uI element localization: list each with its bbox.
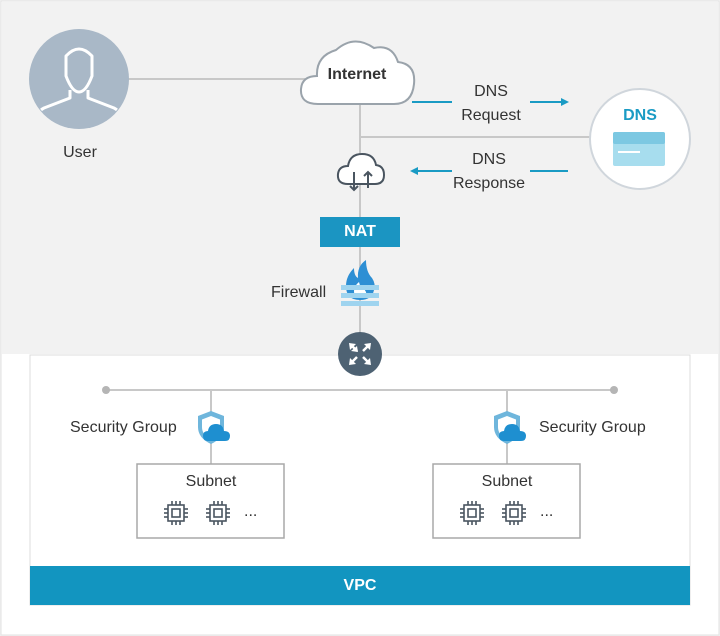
- nat-label: NAT: [344, 223, 376, 240]
- router-icon: [338, 332, 382, 376]
- dns-server-label: DNS: [623, 107, 657, 124]
- chip-icon: [502, 501, 526, 525]
- chip-icon: [164, 501, 188, 525]
- shield-cloud-icon: [198, 411, 230, 444]
- subnet-right-label: Subnet: [481, 473, 533, 490]
- dns-response-label-line1: DNS: [472, 151, 506, 168]
- security-group-right-label: Security Group: [539, 419, 646, 436]
- dns-request-arrowhead: [561, 98, 569, 106]
- vpc-bar: [30, 566, 690, 605]
- subnet-left-more: ...: [244, 503, 258, 520]
- subnet-left-label: Subnet: [185, 473, 237, 490]
- dns-request-label-line1: DNS: [474, 83, 508, 100]
- security-group-left-label: Security Group: [70, 419, 177, 436]
- nat-box: [320, 217, 400, 247]
- dns-request-label-line2: Request: [461, 107, 521, 124]
- bus-right-node: [610, 386, 618, 394]
- chip-group: [164, 501, 526, 525]
- chip-icon: [206, 501, 230, 525]
- bus-left-node: [102, 386, 110, 394]
- vpc-label: VPC: [343, 577, 377, 594]
- chip-icon: [460, 501, 484, 525]
- subnet-right-more: ...: [540, 503, 554, 520]
- dns-response-arrowhead: [410, 167, 418, 175]
- internet-label: Internet: [327, 66, 387, 83]
- dns-server-icon: [589, 88, 691, 190]
- dns-response-label-line2: Response: [452, 175, 526, 192]
- subnet-box-right: [432, 463, 581, 539]
- user-label: User: [63, 144, 97, 161]
- cloud-exchange-icon: [336, 152, 386, 192]
- cloud-icon: [299, 40, 416, 105]
- firewall-icon: [341, 260, 379, 306]
- subnet-box-left: [136, 463, 285, 539]
- shield-cloud-icon: [494, 411, 526, 444]
- firewall-label: Firewall: [271, 284, 327, 301]
